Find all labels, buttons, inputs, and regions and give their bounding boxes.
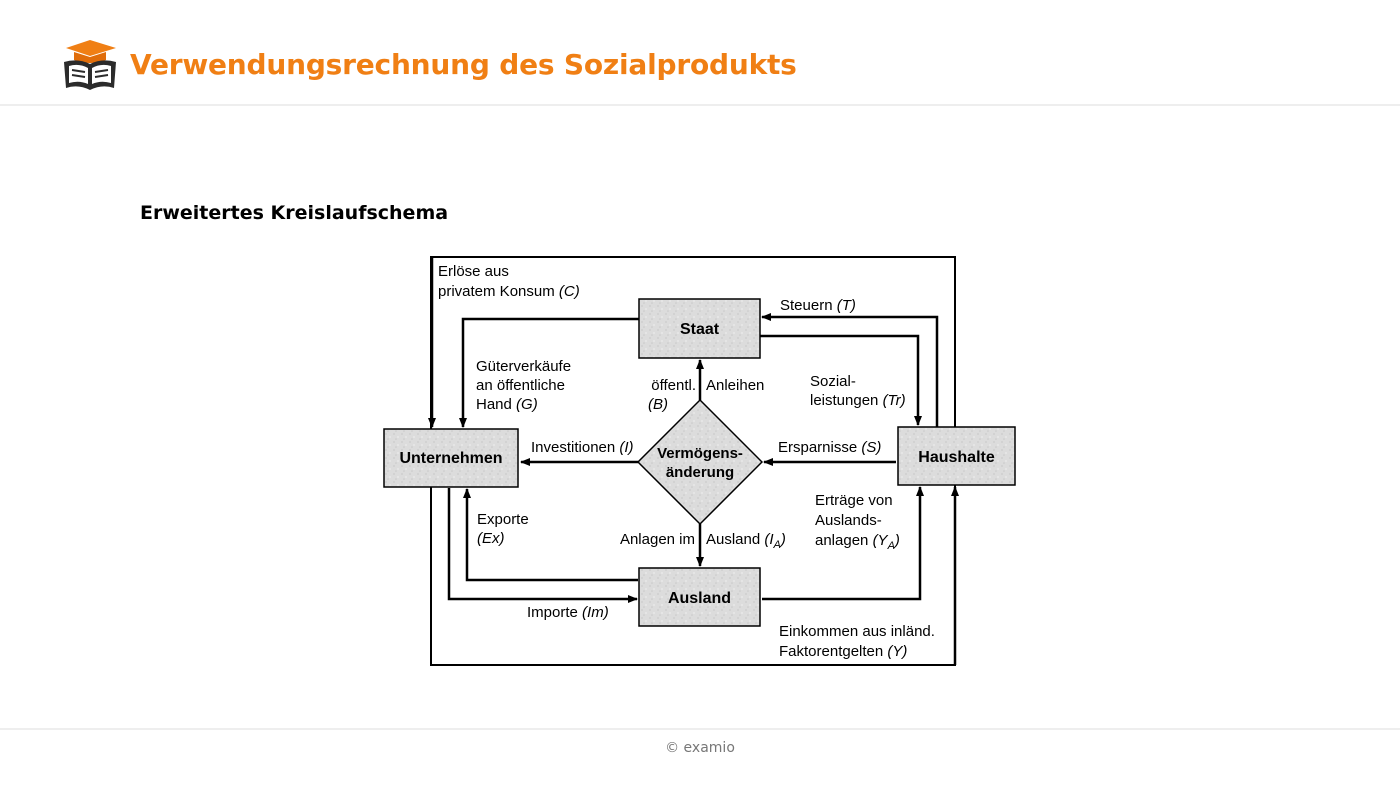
node-unternehmen-label: Unternehmen [399, 450, 502, 467]
label-ersparnisse: Ersparnisse (S) [778, 439, 881, 456]
label-einkommen-2: Faktorentgelten (Y) [779, 643, 907, 660]
label-gueter-1: Güterverkäufe [476, 358, 571, 375]
flow-importe [447, 488, 638, 603]
node-staat-label: Staat [680, 321, 720, 338]
node-unternehmen: Unternehmen [383, 428, 519, 488]
node-ausland-label: Ausland [668, 590, 731, 607]
label-gueter-2: an öffentliche [476, 377, 565, 394]
flow-steuern [761, 313, 939, 427]
footer-copyright: © examio [665, 740, 735, 756]
label-anleihen-var: (B) [648, 396, 668, 413]
label-konsum-1: Erlöse aus [438, 263, 509, 280]
label-anleihen-left: öffentl. [651, 377, 696, 394]
node-vermoegensaenderung: Vermögens- änderung [636, 398, 764, 526]
flow-exporte [463, 488, 638, 582]
label-exporte: Exporte [477, 511, 529, 528]
label-sozial-1: Sozial- [810, 373, 856, 390]
flow-sozialleistungen [760, 334, 922, 426]
label-konsum-2: privatem Konsum (C) [438, 283, 580, 300]
label-gueter-3: Hand (G) [476, 396, 538, 413]
label-ertraege-3: anlagen (YA) [815, 532, 900, 552]
node-vermoegen-label-1: Vermögens- [657, 445, 743, 462]
label-importe: Importe (Im) [527, 604, 609, 621]
node-haushalte: Haushalte [897, 426, 1016, 486]
page-header: Verwendungsrechnung des Sozialprodukts [0, 0, 1400, 106]
label-investitionen: Investitionen (I) [531, 439, 634, 456]
label-ertraege-2: Auslands- [815, 512, 882, 529]
node-vermoegen-label-2: änderung [666, 464, 734, 481]
label-sozial-2: leistungen (Tr) [810, 392, 906, 409]
section-title: Erweitertes Kreislaufschema [140, 202, 449, 224]
label-ertraege-1: Erträge von [815, 492, 893, 509]
node-staat: Staat [638, 298, 761, 359]
flow-gueterverkaeufe [459, 317, 640, 428]
node-ausland: Ausland [638, 567, 761, 627]
label-exporte-var: (Ex) [477, 530, 505, 547]
graduation-cap-book-icon [64, 40, 116, 90]
label-steuern: Steuern (T) [780, 297, 856, 314]
node-haushalte-label: Haushalte [918, 449, 995, 466]
label-anlagen-left: Anlagen im [620, 531, 695, 548]
label-einkommen-1: Einkommen aus inländ. [779, 623, 935, 640]
label-anlagen-right: Ausland (IA) [706, 531, 786, 551]
flow-ertraege [762, 486, 924, 601]
label-anleihen-right: Anleihen [706, 377, 764, 394]
page-title: Verwendungsrechnung des Sozialprodukts [130, 48, 797, 81]
footer-divider [0, 728, 1400, 730]
